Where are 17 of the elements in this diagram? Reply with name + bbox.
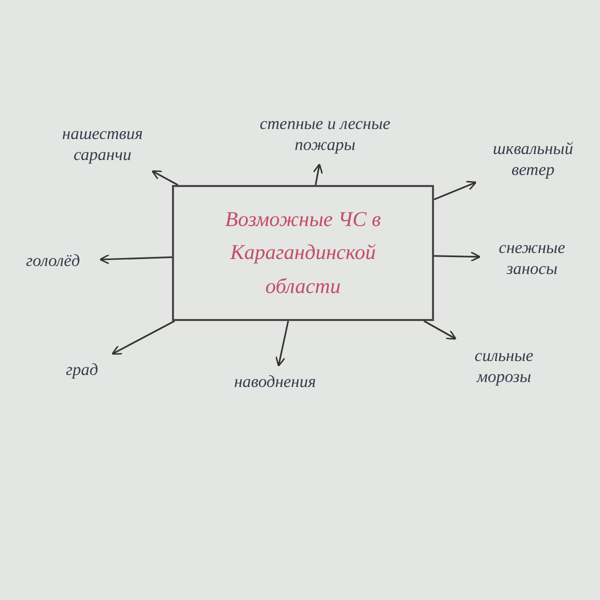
arrow: [312, 163, 323, 186]
arrow: [275, 320, 289, 367]
hazard-label: степные и лесные пожары: [235, 106, 415, 162]
arrow: [99, 254, 172, 264]
arrow: [434, 251, 481, 262]
hazard-label: сильные морозы: [448, 340, 560, 392]
arrow: [424, 320, 457, 340]
hazard-label: наводнения: [205, 368, 345, 396]
arrow: [152, 170, 178, 186]
hazard-label: снежные заносы: [482, 232, 582, 284]
arrow: [111, 320, 175, 355]
arrow: [434, 180, 477, 200]
hazard-label: шквальный ветер: [478, 132, 588, 186]
central-box: Возможные ЧС в Карагандинской области: [172, 185, 434, 321]
hazard-label: нашествия саранчи: [45, 118, 160, 170]
hazard-label: град: [50, 355, 114, 385]
hazard-label: гололёд: [8, 246, 98, 276]
